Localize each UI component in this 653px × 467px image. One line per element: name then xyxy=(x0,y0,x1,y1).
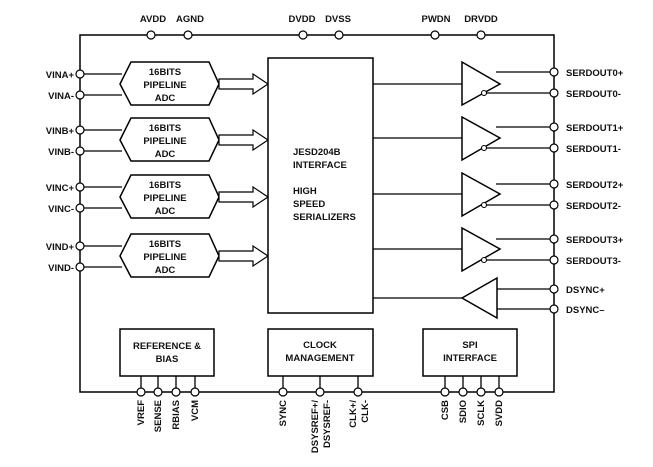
pin-label-serdout0-neg: SERDOUT0- xyxy=(566,89,621,100)
pin-label-sense: SENSE xyxy=(153,400,164,432)
adc-c-line1: 16BITS xyxy=(149,180,181,191)
adc-channel-b: VINB+ VINB- 16BITS PIPELINE ADC xyxy=(46,117,270,162)
adc-b-line2: PIPELINE xyxy=(143,136,186,147)
spi-line2: INTERFACE xyxy=(443,353,497,364)
pin-label-sclk: SCLK xyxy=(476,400,487,426)
pin-label-dsysref-pos: DSYSREF+/ xyxy=(310,400,321,453)
pin-label-vina-neg: VINA- xyxy=(48,91,74,102)
spi-interface-block: SPI INTERFACE xyxy=(422,328,518,377)
serdes-driver-2: SERDOUT2+ SERDOUT2- xyxy=(373,171,624,218)
pin-label-avdd: AVDD xyxy=(140,14,166,25)
pin-label-sync: SYNC xyxy=(278,400,289,427)
adc-d-line3: ADC xyxy=(155,265,176,276)
adc-d-output-arrow xyxy=(218,244,270,268)
pin-label-serdout3-pos: SERDOUT3+ xyxy=(566,235,624,246)
adc-d-line1: 16BITS xyxy=(149,239,181,250)
serdes-driver-1: SERDOUT1+ SERDOUT1- xyxy=(373,115,624,162)
clock-line1: CLOCK xyxy=(303,340,337,351)
pin-label-vina-pos: VINA+ xyxy=(46,70,75,81)
adc-b-line1: 16BITS xyxy=(149,123,181,134)
adc-a-line2: PIPELINE xyxy=(143,80,186,91)
pin-label-vcm: VCM xyxy=(190,400,201,421)
pin-label-serdout1-pos: SERDOUT1+ xyxy=(566,123,624,134)
pin-label-vind-pos: VIND+ xyxy=(46,242,75,253)
jesd-line2: INTERFACE xyxy=(293,160,347,171)
pin-pwdn: PWDN xyxy=(421,14,451,40)
pin-label-vinb-neg: VINB- xyxy=(48,147,74,158)
pin-agnd: AGND xyxy=(176,14,204,40)
jesd-line4: SPEED xyxy=(293,199,325,210)
pin-label-serdout1-neg: SERDOUT1- xyxy=(566,144,621,155)
pin-avdd: AVDD xyxy=(140,14,166,40)
jesd204b-block: JESD204B INTERFACE HIGH SPEED SERIALIZER… xyxy=(267,57,374,314)
adc-a-line3: ADC xyxy=(155,93,176,104)
adc-d-line2: PIPELINE xyxy=(143,252,186,263)
adc-c-output-arrow xyxy=(218,185,270,209)
pin-label-pwdn: PWDN xyxy=(421,14,450,25)
pin-label-csb: CSB xyxy=(440,400,451,420)
pin-label-agnd: AGND xyxy=(176,14,204,25)
jesd-line3: HIGH xyxy=(293,186,317,197)
pin-label-vind-neg: VIND- xyxy=(48,263,74,274)
clock-line2: MANAGEMENT xyxy=(285,353,354,364)
pin-label-sdio: SDIO xyxy=(458,400,469,423)
adc-c-line2: PIPELINE xyxy=(143,193,186,204)
pin-label-clk-neg: CLK- xyxy=(360,400,371,423)
pin-label-dsync-neg: DSYNC– xyxy=(566,305,605,316)
jesd-line5: SERIALIZERS xyxy=(293,212,356,223)
pin-label-dsysref-neg: DSYSREF- xyxy=(322,400,333,448)
pin-label-serdout3-neg: SERDOUT3- xyxy=(566,256,621,267)
pin-label-clk-pos: CLK+/ xyxy=(348,400,359,428)
clock-management-block: CLOCK MANAGEMENT xyxy=(267,328,374,377)
pin-label-vinb-pos: VINB+ xyxy=(46,126,75,137)
reference-line2: BIAS xyxy=(156,354,179,365)
adc-a-line1: 16BITS xyxy=(149,67,181,78)
reference-bias-block: REFERENCE & BIAS xyxy=(119,328,215,377)
pin-label-serdout2-neg: SERDOUT2- xyxy=(566,201,621,212)
pin-label-serdout0-pos: SERDOUT0+ xyxy=(566,68,624,79)
pin-label-svdd: SVDD xyxy=(494,400,505,427)
adc-b-output-arrow xyxy=(218,128,270,152)
dsync-receiver: DSYNC+ DSYNC– xyxy=(373,276,605,320)
pin-label-dsync-pos: DSYNC+ xyxy=(566,285,605,296)
spi-line1: SPI xyxy=(462,340,477,351)
adc-a-output-arrow xyxy=(218,72,270,96)
serdes-driver-3: SERDOUT3+ SERDOUT3- xyxy=(373,226,624,273)
pin-dvss: DVSS xyxy=(325,14,351,40)
adc-channel-c: VINC+ VINC- 16BITS PIPELINE ADC xyxy=(46,174,270,219)
pin-label-rbias: RBIAS xyxy=(171,400,182,430)
pin-label-vinc-pos: VINC+ xyxy=(46,183,75,194)
adc-channel-d: VIND+ VIND- 16BITS PIPELINE ADC xyxy=(46,233,270,278)
pin-label-dvss: DVSS xyxy=(325,14,351,25)
pin-label-vref: VREF xyxy=(136,400,147,426)
adc-c-line3: ADC xyxy=(155,206,176,217)
adc-channel-a: VINA+ VINA- 16BITS PIPELINE ADC xyxy=(46,61,270,106)
pin-label-serdout2-pos: SERDOUT2+ xyxy=(566,180,624,191)
serdes-driver-0: SERDOUT0+ SERDOUT0- xyxy=(373,60,624,107)
jesd-line1: JESD204B xyxy=(293,147,341,158)
pin-dvdd: DVDD xyxy=(289,14,316,40)
reference-line1: REFERENCE & xyxy=(133,341,201,352)
bottom-pins: VREF SENSE RBIAS VCM SYNC DSYSREF+/ DSYS… xyxy=(136,376,505,453)
adc-b-line3: ADC xyxy=(155,149,176,160)
top-pins: AVDD AGND DVDD DVSS PWDN DRVDD xyxy=(140,14,498,40)
pin-label-vinc-neg: VINC- xyxy=(48,204,74,215)
pin-label-drvdd: DRVDD xyxy=(464,14,498,25)
pin-drvdd: DRVDD xyxy=(464,14,498,40)
pin-label-dvdd: DVDD xyxy=(289,14,316,25)
